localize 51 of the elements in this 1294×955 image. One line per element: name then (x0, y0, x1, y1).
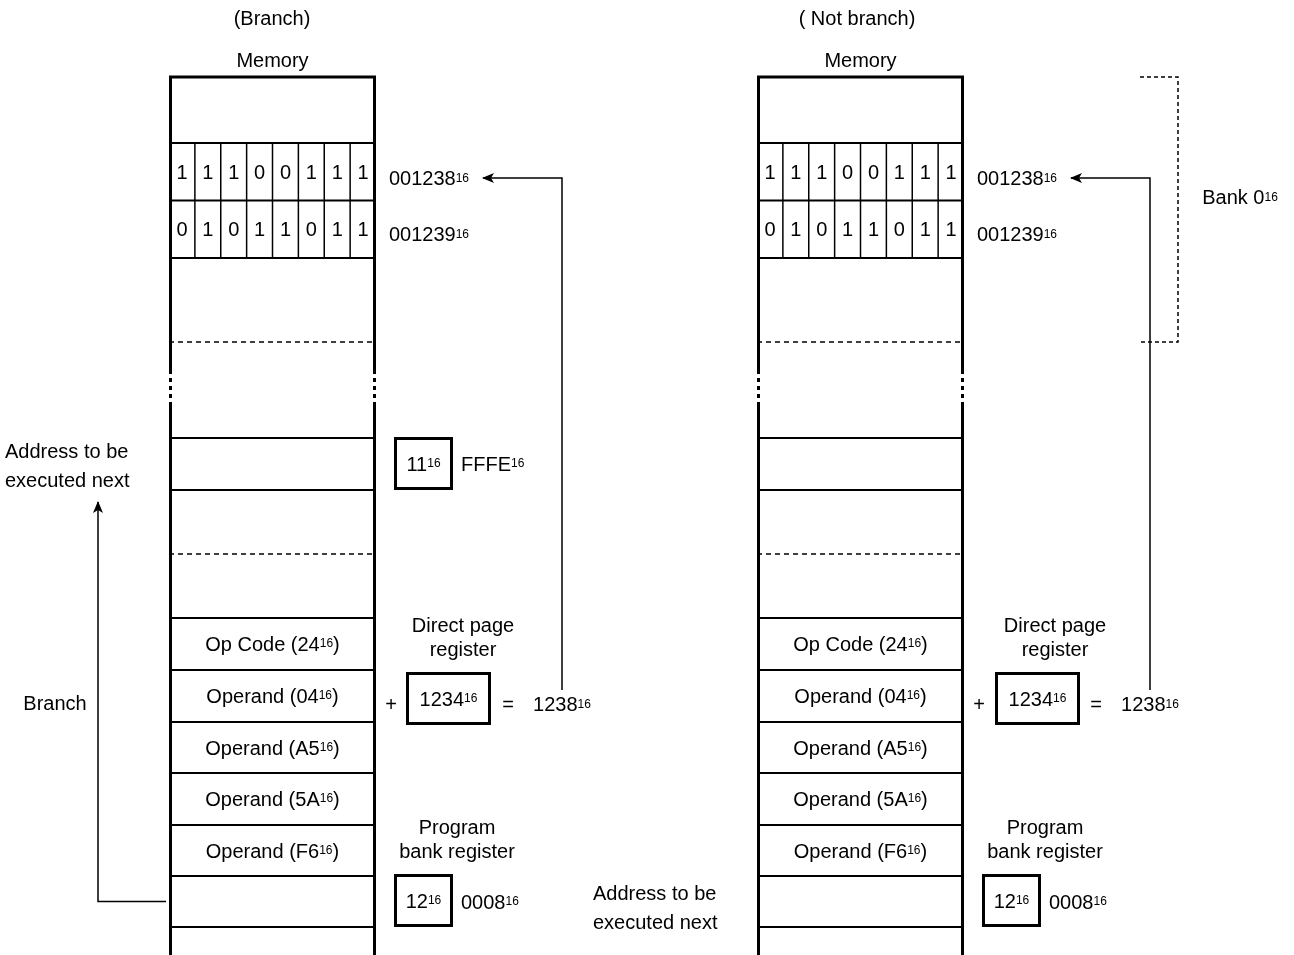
bit-cell: 1 (757, 143, 783, 201)
bit-cell: 1 (324, 200, 351, 258)
bit-cell: 0 (169, 200, 195, 258)
bit-cell: 1 (834, 200, 861, 258)
register-name: Direct page register (1002, 613, 1108, 662)
bit-cell: 1 (324, 143, 351, 201)
operator-sign: = (1089, 692, 1103, 717)
bit-cell: 1 (169, 143, 195, 201)
bit-cell: 0 (272, 143, 299, 201)
bit-cell: 0 (834, 143, 861, 201)
bit-cell: 0 (860, 143, 887, 201)
bit-cell: 1 (194, 200, 221, 258)
bit-cell: 1 (886, 143, 913, 201)
bit-cell: 1 (860, 200, 887, 258)
arrow (1070, 173, 1151, 691)
arrow (482, 173, 563, 691)
arrow (93, 501, 167, 903)
bit-cell: 1 (298, 143, 325, 201)
bit-cell: 1 (938, 200, 964, 258)
register-name: Direct page register (410, 613, 516, 662)
bit-cell: 1 (194, 143, 221, 201)
bit-cell: 0 (298, 200, 325, 258)
bit-cell: 1 (782, 143, 809, 201)
operator-sign: = (501, 692, 515, 717)
bit-cell: 0 (808, 200, 835, 258)
bit-cell: 1 (272, 200, 299, 258)
column-title: (Branch) (232, 6, 312, 31)
bit-cell: 1 (220, 143, 247, 201)
bit-cell: 1 (912, 200, 939, 258)
operator-sign: + (384, 692, 398, 717)
register-name: Program bank register (398, 815, 516, 864)
column-title: ( Not branch) (797, 6, 917, 31)
column-heading: Memory (235, 48, 310, 73)
address-label: Address to be executed next (593, 881, 719, 935)
bit-cell: 1 (350, 200, 376, 258)
bit-cell: 0 (886, 200, 913, 258)
bit-cell: 0 (246, 143, 273, 201)
bit-cell: 1 (350, 143, 376, 201)
bit-cell: 0 (220, 200, 247, 258)
bit-cell: 1 (246, 200, 273, 258)
operator-sign: + (972, 692, 986, 717)
bit-cell: 1 (782, 200, 809, 258)
bit-cell: 1 (808, 143, 835, 201)
memory-cell (169, 875, 376, 928)
column-heading: Memory (823, 48, 898, 73)
bit-cell: 0 (757, 200, 783, 258)
address-label: Address to be executed next (5, 436, 155, 496)
bit-cell: 1 (912, 143, 939, 201)
memory-cell (757, 875, 964, 928)
register-name: Program bank register (986, 815, 1104, 864)
bit-cell: 1 (938, 143, 964, 201)
